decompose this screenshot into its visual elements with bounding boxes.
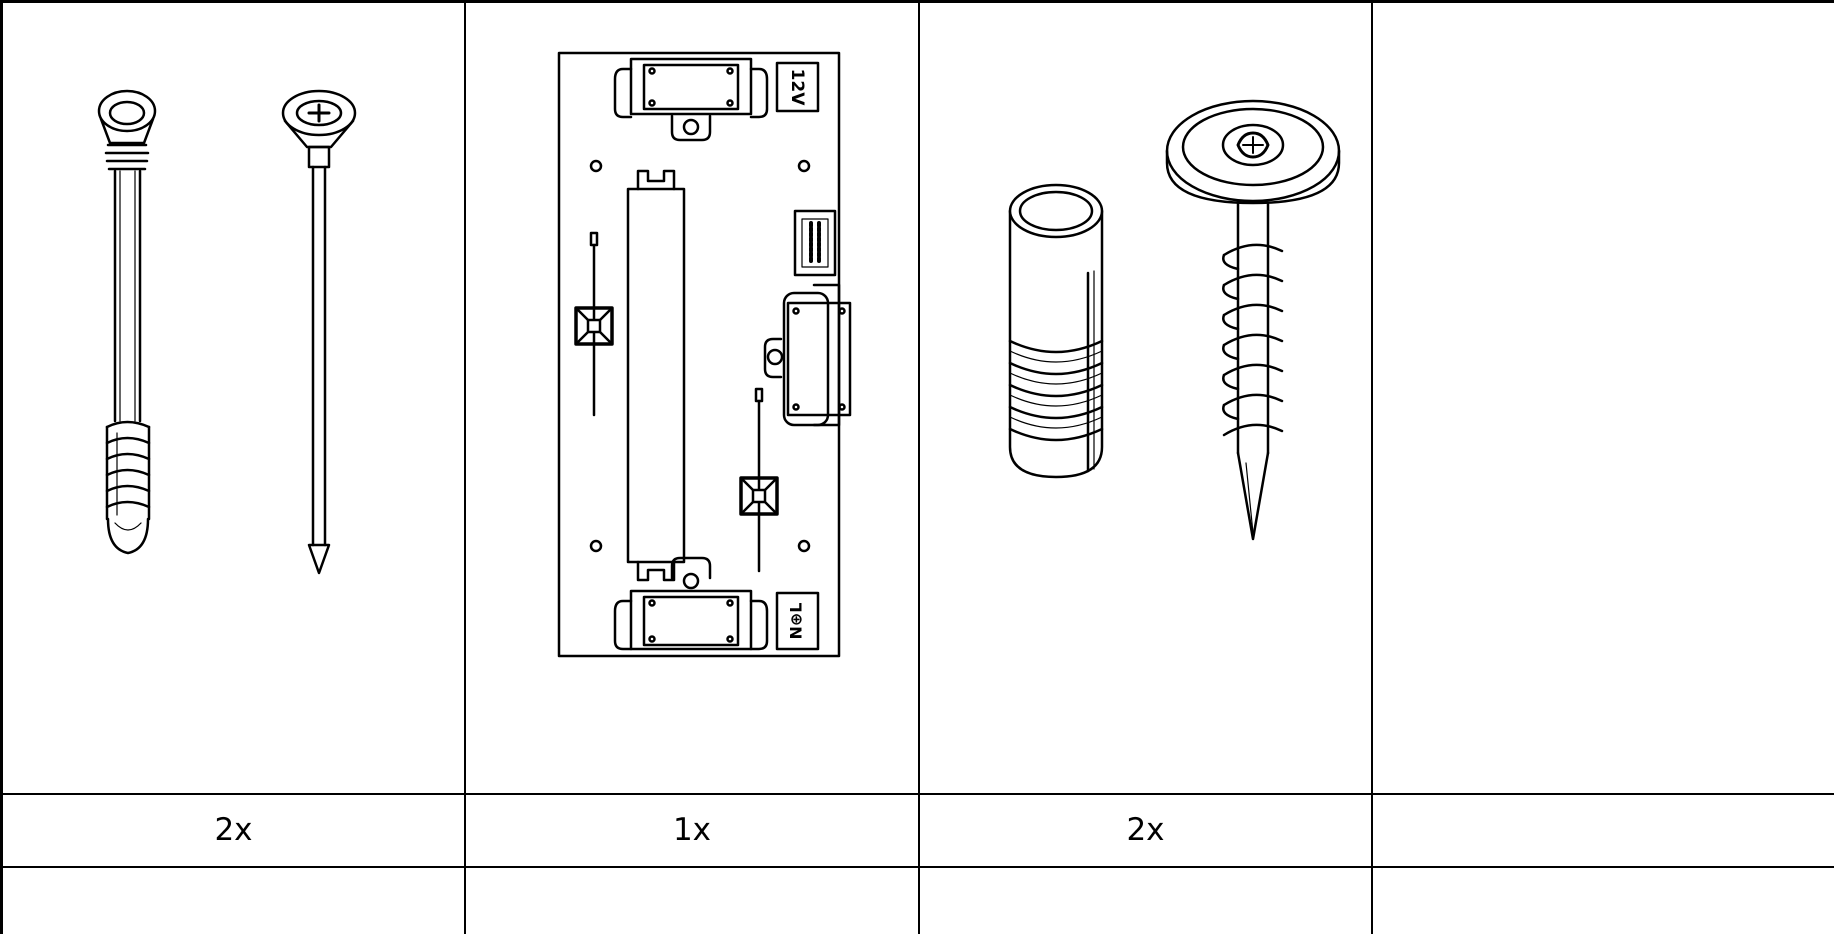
image-cell-col2: 12V [466, 3, 918, 793]
countersunk-screw-icon [283, 91, 355, 573]
mounting-plate-icon: 12V [559, 53, 850, 656]
empty-cell-row3-col1 [3, 868, 464, 934]
frame-anchor-icon [99, 91, 155, 553]
empty-cell-row3-col3 [920, 868, 1371, 934]
voltage-label: 12V [787, 69, 807, 107]
image-cell-col1 [3, 3, 464, 793]
terminal-block-icon: N⊕L [777, 593, 818, 649]
column-divider-3 [1371, 0, 1373, 934]
empty-cell-row3-col2 [466, 868, 918, 934]
table-border-left [0, 0, 3, 934]
empty-image-cell-col4 [1373, 3, 1834, 793]
row-divider-2 [0, 866, 1834, 868]
terminal-label: N⊕L [787, 603, 806, 640]
quantity-cell-1: 2x [214, 812, 253, 848]
wall-plug-icon [1010, 185, 1102, 477]
row-divider-1 [0, 793, 1834, 795]
image-cell-col3 [920, 3, 1371, 793]
column-divider-2 [918, 0, 920, 934]
quantity-cell-2: 1x [672, 812, 712, 848]
table-border-top [0, 0, 1834, 3]
wafer-head-screw-icon [1167, 101, 1339, 539]
transformer-module-icon [628, 171, 684, 580]
column-divider-1 [464, 0, 466, 934]
empty-cell-row3-col4 [1373, 868, 1834, 934]
quantity-cell-3: 2x [1126, 812, 1165, 848]
cable-tie-icon [576, 233, 777, 571]
